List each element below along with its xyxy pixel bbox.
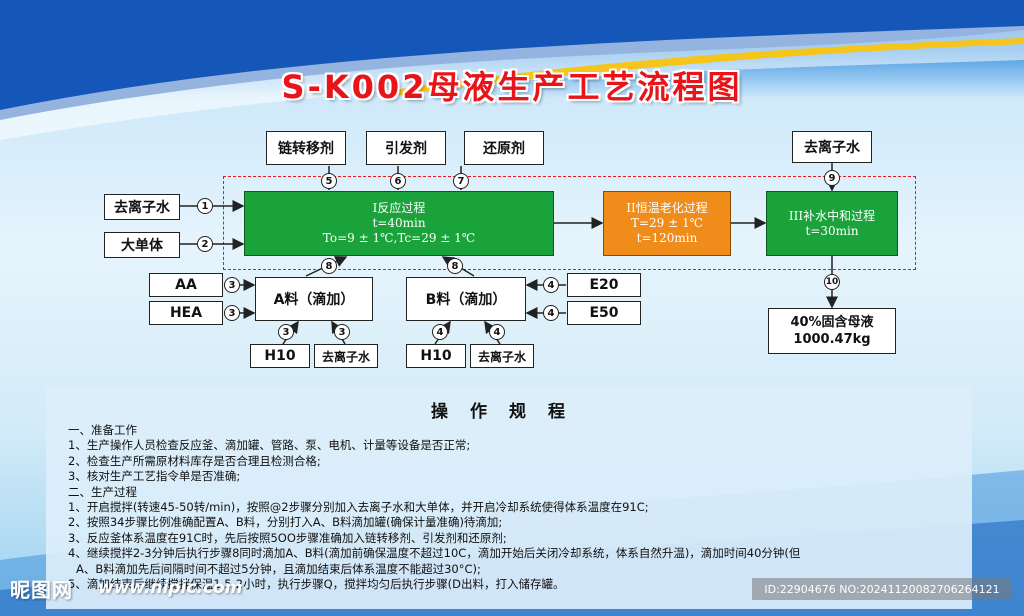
aging-process-box: II恒温老化过程 T=29 ± 1℃ t=120min (603, 191, 731, 256)
neutralization-process-box: III补水中和过程 t=30min (766, 191, 898, 256)
feed-a-box: A料（滴加） (255, 277, 373, 321)
reaction-line3: To=9 ± 1℃,Tc=29 ± 1℃ (322, 231, 476, 245)
deionized-water-top-label: 去离子水 (804, 140, 860, 156)
procedure-line: 4、继续搅拌2-3分钟后执行步骤8同时滴加A、B料(滴加前确保温度不超过10C，… (68, 546, 801, 561)
procedure-line: A、B料滴加先后间隔时间不超过5分钟，且滴加结束后体系温度不能超过30°C); (76, 561, 481, 576)
product-line1: 40%固含母液 (790, 315, 874, 330)
deionized-water-left-label: 去离子水 (114, 200, 170, 216)
e20-box: E20 (567, 273, 641, 297)
macro-monomer-label: 大单体 (121, 238, 163, 254)
reaction-line2: t=40min (372, 216, 426, 230)
watermark-url: www.nipic.com (98, 578, 243, 598)
neutral-line2: t=30min (805, 223, 859, 238)
h10-a-box: H10 (250, 344, 310, 368)
step-marker: 7 (453, 173, 469, 189)
step-marker: 3 (224, 277, 240, 293)
procedure-line: 二、生产过程 (68, 484, 137, 499)
water-a-label: 去离子水 (321, 349, 370, 364)
reaction-process-box: I反应过程 t=40min To=9 ± 1℃,Tc=29 ± 1℃ (244, 191, 554, 256)
step-marker: 3 (334, 324, 350, 340)
step-marker: 4 (543, 277, 559, 293)
water-a-box: 去离子水 (314, 344, 378, 368)
procedure-panel: 操作规程 一、准备工作 1、生产操作人员检查反应釜、滴加罐、管路、泵、电机、计量… (46, 387, 972, 609)
reaction-zone-outline (223, 176, 916, 270)
procedure-line: 1、生产操作人员检查反应釜、滴加罐、管路、泵、电机、计量等设备是否正常; (68, 438, 471, 453)
step-marker: 6 (390, 173, 406, 189)
product-box: 40%固含母液 1000.47kg (768, 308, 896, 354)
h10-b-label: H10 (420, 348, 452, 364)
watermark-brand: 昵图网 (10, 578, 73, 602)
aa-label: AA (175, 277, 197, 293)
water-b-box: 去离子水 (470, 344, 534, 368)
feed-b-box: B料（滴加） (406, 277, 526, 321)
chain-transfer-agent-box: 链转移剂 (266, 131, 346, 165)
procedure-line: 2、按照34步骤比例准确配置A、B料，分别打入A、B料滴加罐(确保计量准确)待滴… (68, 515, 503, 530)
e50-label: E50 (589, 305, 619, 321)
step-marker: 4 (432, 324, 448, 340)
deionized-water-top-box: 去离子水 (792, 131, 872, 163)
h10-a-label: H10 (264, 348, 296, 364)
aging-line1: II恒温老化过程 (626, 201, 708, 215)
initiator-label: 引发剂 (385, 141, 427, 157)
chain-transfer-agent-label: 链转移剂 (278, 141, 334, 157)
e50-box: E50 (567, 301, 641, 325)
step-marker: 3 (224, 305, 240, 321)
macro-monomer-box: 大单体 (104, 232, 180, 258)
step-marker: 3 (278, 324, 294, 340)
feed-b-label: B料（滴加） (425, 292, 507, 308)
reducer-label: 还原剂 (483, 141, 525, 157)
deionized-water-left-box: 去离子水 (104, 194, 180, 220)
reducer-box: 还原剂 (464, 131, 544, 165)
procedure-line: 2、检查生产所需原材料库存是否合理且检测合格; (68, 453, 321, 468)
procedure-line: 5、滴加结束后继续搅拌保温1.5-2小时，执行步骤Q，搅拌均匀后执行步骤(D出料… (68, 577, 565, 592)
hea-label: HEA (169, 305, 203, 321)
procedure-line: 一、准备工作 (68, 423, 137, 437)
e20-label: E20 (589, 277, 619, 293)
neutral-line1: III补水中和过程 (788, 208, 876, 223)
procedure-text: 一、准备工作 1、生产操作人员检查反应釜、滴加罐、管路、泵、电机、计量等设备是否… (68, 423, 968, 592)
procedure-line: 3、核对生产工艺指令单是否准确; (68, 469, 241, 484)
step-marker: 10 (824, 274, 840, 290)
product-line2: 1000.47kg (793, 332, 871, 347)
procedure-title: 操作规程 (431, 402, 587, 422)
step-marker: 8 (321, 258, 337, 274)
page-title: S-K002母液生产工艺流程图 (281, 68, 743, 106)
aa-box: AA (149, 273, 223, 297)
feed-a-label: A料（滴加） (273, 292, 355, 308)
reaction-line1: I反应过程 (372, 201, 426, 215)
step-marker: 1 (197, 198, 213, 214)
step-marker: 5 (321, 173, 337, 189)
aging-line2: T=29 ± 1℃ (630, 216, 704, 230)
initiator-box: 引发剂 (366, 131, 446, 165)
step-marker: 2 (197, 236, 213, 252)
h10-b-box: H10 (406, 344, 466, 368)
procedure-line: 3、反应釜体系温度在91C时，先后按照5OO步骤准确加入链转移剂、引发剂和还原剂… (68, 530, 507, 545)
procedure-line: 1、开启搅拌(转速45-50转/min)，按照@2步骤分别加入去离子水和大单体，… (68, 500, 649, 515)
step-marker: 9 (824, 170, 840, 186)
hea-box: HEA (149, 301, 223, 325)
watermark-id: ID:22904676 NO:20241120082706264121 (752, 578, 1012, 600)
step-marker: 4 (489, 324, 505, 340)
aging-line3: t=120min (636, 231, 698, 245)
water-b-label: 去离子水 (477, 349, 526, 364)
step-marker: 4 (543, 305, 559, 321)
step-marker: 8 (447, 258, 463, 274)
